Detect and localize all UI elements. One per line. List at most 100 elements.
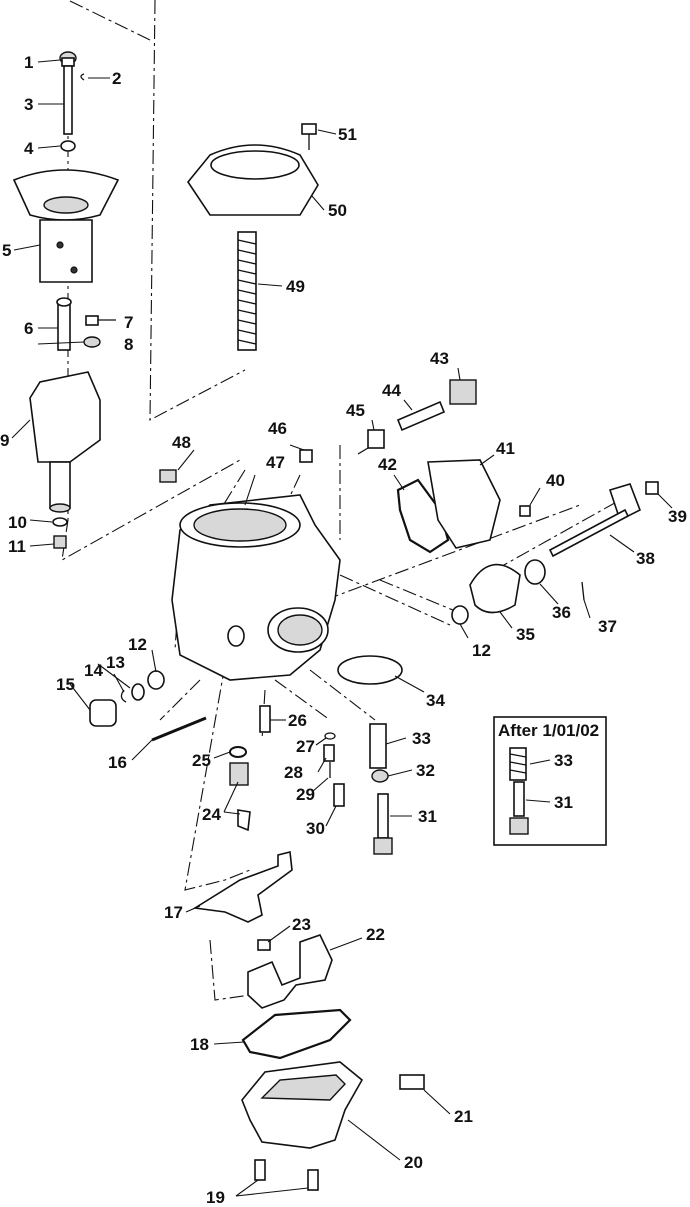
part-16-screw <box>151 716 207 742</box>
part-48-screw <box>159 469 177 483</box>
label-49: 49 <box>286 277 305 296</box>
part-44-spring <box>396 400 446 432</box>
label-36: 36 <box>552 603 571 622</box>
label-24: 24 <box>202 805 221 824</box>
part-24-jet <box>229 762 251 832</box>
label-40: 40 <box>546 471 565 490</box>
label-21: 21 <box>454 1107 473 1126</box>
label-6: 6 <box>24 319 33 338</box>
part-12-seal <box>147 670 165 690</box>
part-38-throttle-shaft <box>548 483 642 558</box>
inset-after-1-01-02: After 1/01/02 33 31 <box>493 716 607 846</box>
label-48: 48 <box>172 433 191 452</box>
label-10: 10 <box>8 513 27 532</box>
part-13-washer <box>131 683 145 701</box>
part-49-spring <box>237 231 257 351</box>
label-42: 42 <box>378 455 397 474</box>
label-31: 31 <box>418 807 437 826</box>
part-11-jet <box>53 535 67 549</box>
part-26-jet <box>259 705 271 733</box>
inset-title: After 1/01/02 <box>498 721 599 740</box>
part-31-screw <box>373 793 393 855</box>
inset-label-33: 33 <box>554 751 573 770</box>
part-36-seal <box>524 559 546 585</box>
label-18: 18 <box>190 1035 209 1054</box>
part-28-spring <box>323 744 335 762</box>
label-47: 47 <box>266 453 285 472</box>
part-41-cover <box>427 459 501 549</box>
part-18-gasket <box>241 1008 352 1060</box>
part-8-nut <box>83 336 101 348</box>
part-42-gasket <box>396 478 450 554</box>
part-51-screw <box>301 123 317 150</box>
label-37: 37 <box>598 617 617 636</box>
label-33: 33 <box>412 729 431 748</box>
label-8: 8 <box>124 335 133 354</box>
label-27: 27 <box>296 737 315 756</box>
label-13: 13 <box>106 653 125 672</box>
part-34-plate <box>337 655 403 685</box>
part-50-top-cover <box>187 144 319 216</box>
label-20: 20 <box>404 1153 423 1172</box>
assembly-centerlines <box>61 0 621 1001</box>
part-19-screws <box>254 1159 319 1191</box>
label-19: 19 <box>206 1188 225 1207</box>
label-17: 17 <box>164 903 183 922</box>
part-33-spring <box>369 723 387 769</box>
part-35-spring <box>469 563 521 614</box>
part-30-screw <box>333 783 345 807</box>
part-6-needle-holder <box>56 297 72 351</box>
label-44: 44 <box>382 381 401 400</box>
part-32-washer <box>371 769 389 783</box>
part-39-screw <box>645 481 659 495</box>
label-35: 35 <box>516 625 535 644</box>
callout-labels: 1 2 3 4 5 6 7 8 9 10 11 12 13 14 15 16 1… <box>0 53 687 1207</box>
part-17-bracket <box>192 851 293 923</box>
part-carburetor-body <box>171 494 341 681</box>
label-23: 23 <box>292 915 311 934</box>
part-2-clip <box>80 73 85 81</box>
label-22: 22 <box>366 925 385 944</box>
part-22-float <box>247 934 333 1009</box>
label-32: 32 <box>416 761 435 780</box>
label-39: 39 <box>668 507 687 526</box>
label-2: 2 <box>112 69 121 88</box>
label-5: 5 <box>2 241 11 260</box>
part-10-washer <box>52 517 68 527</box>
label-11: 11 <box>8 537 26 556</box>
label-28: 28 <box>284 763 303 782</box>
part-1-cap-nut <box>59 51 77 67</box>
label-51: 51 <box>338 125 357 144</box>
label-3: 3 <box>24 95 33 114</box>
part-21-drain-screw <box>399 1074 425 1090</box>
part-45-valve <box>357 429 385 455</box>
label-4: 4 <box>24 139 34 158</box>
part-5-diaphragm-piston <box>12 169 120 283</box>
leader-lines <box>11 59 673 1197</box>
label-38: 38 <box>636 549 655 568</box>
label-14: 14 <box>84 661 103 680</box>
label-34: 34 <box>426 691 445 710</box>
part-7-screw <box>85 315 116 326</box>
part-20-float-bowl <box>241 1061 364 1149</box>
part-43-plug <box>449 379 477 405</box>
part-3-rod <box>63 65 73 135</box>
label-9: 9 <box>0 431 9 450</box>
inset-label-31: 31 <box>554 793 573 812</box>
part-12b-seal <box>451 605 469 625</box>
part-9-throttle-valve <box>29 371 101 513</box>
part-23-screw <box>257 939 271 951</box>
label-16: 16 <box>108 753 127 772</box>
part-37-screw <box>581 581 585 601</box>
label-12-second: 12 <box>472 641 491 660</box>
label-45: 45 <box>346 401 365 420</box>
label-29: 29 <box>296 785 315 804</box>
label-25: 25 <box>192 751 211 770</box>
label-50: 50 <box>328 201 347 220</box>
part-4-washer <box>60 140 76 152</box>
label-15: 15 <box>56 675 75 694</box>
part-15-cap <box>89 699 117 727</box>
label-7: 7 <box>124 313 133 332</box>
part-25-o-ring <box>229 746 247 758</box>
